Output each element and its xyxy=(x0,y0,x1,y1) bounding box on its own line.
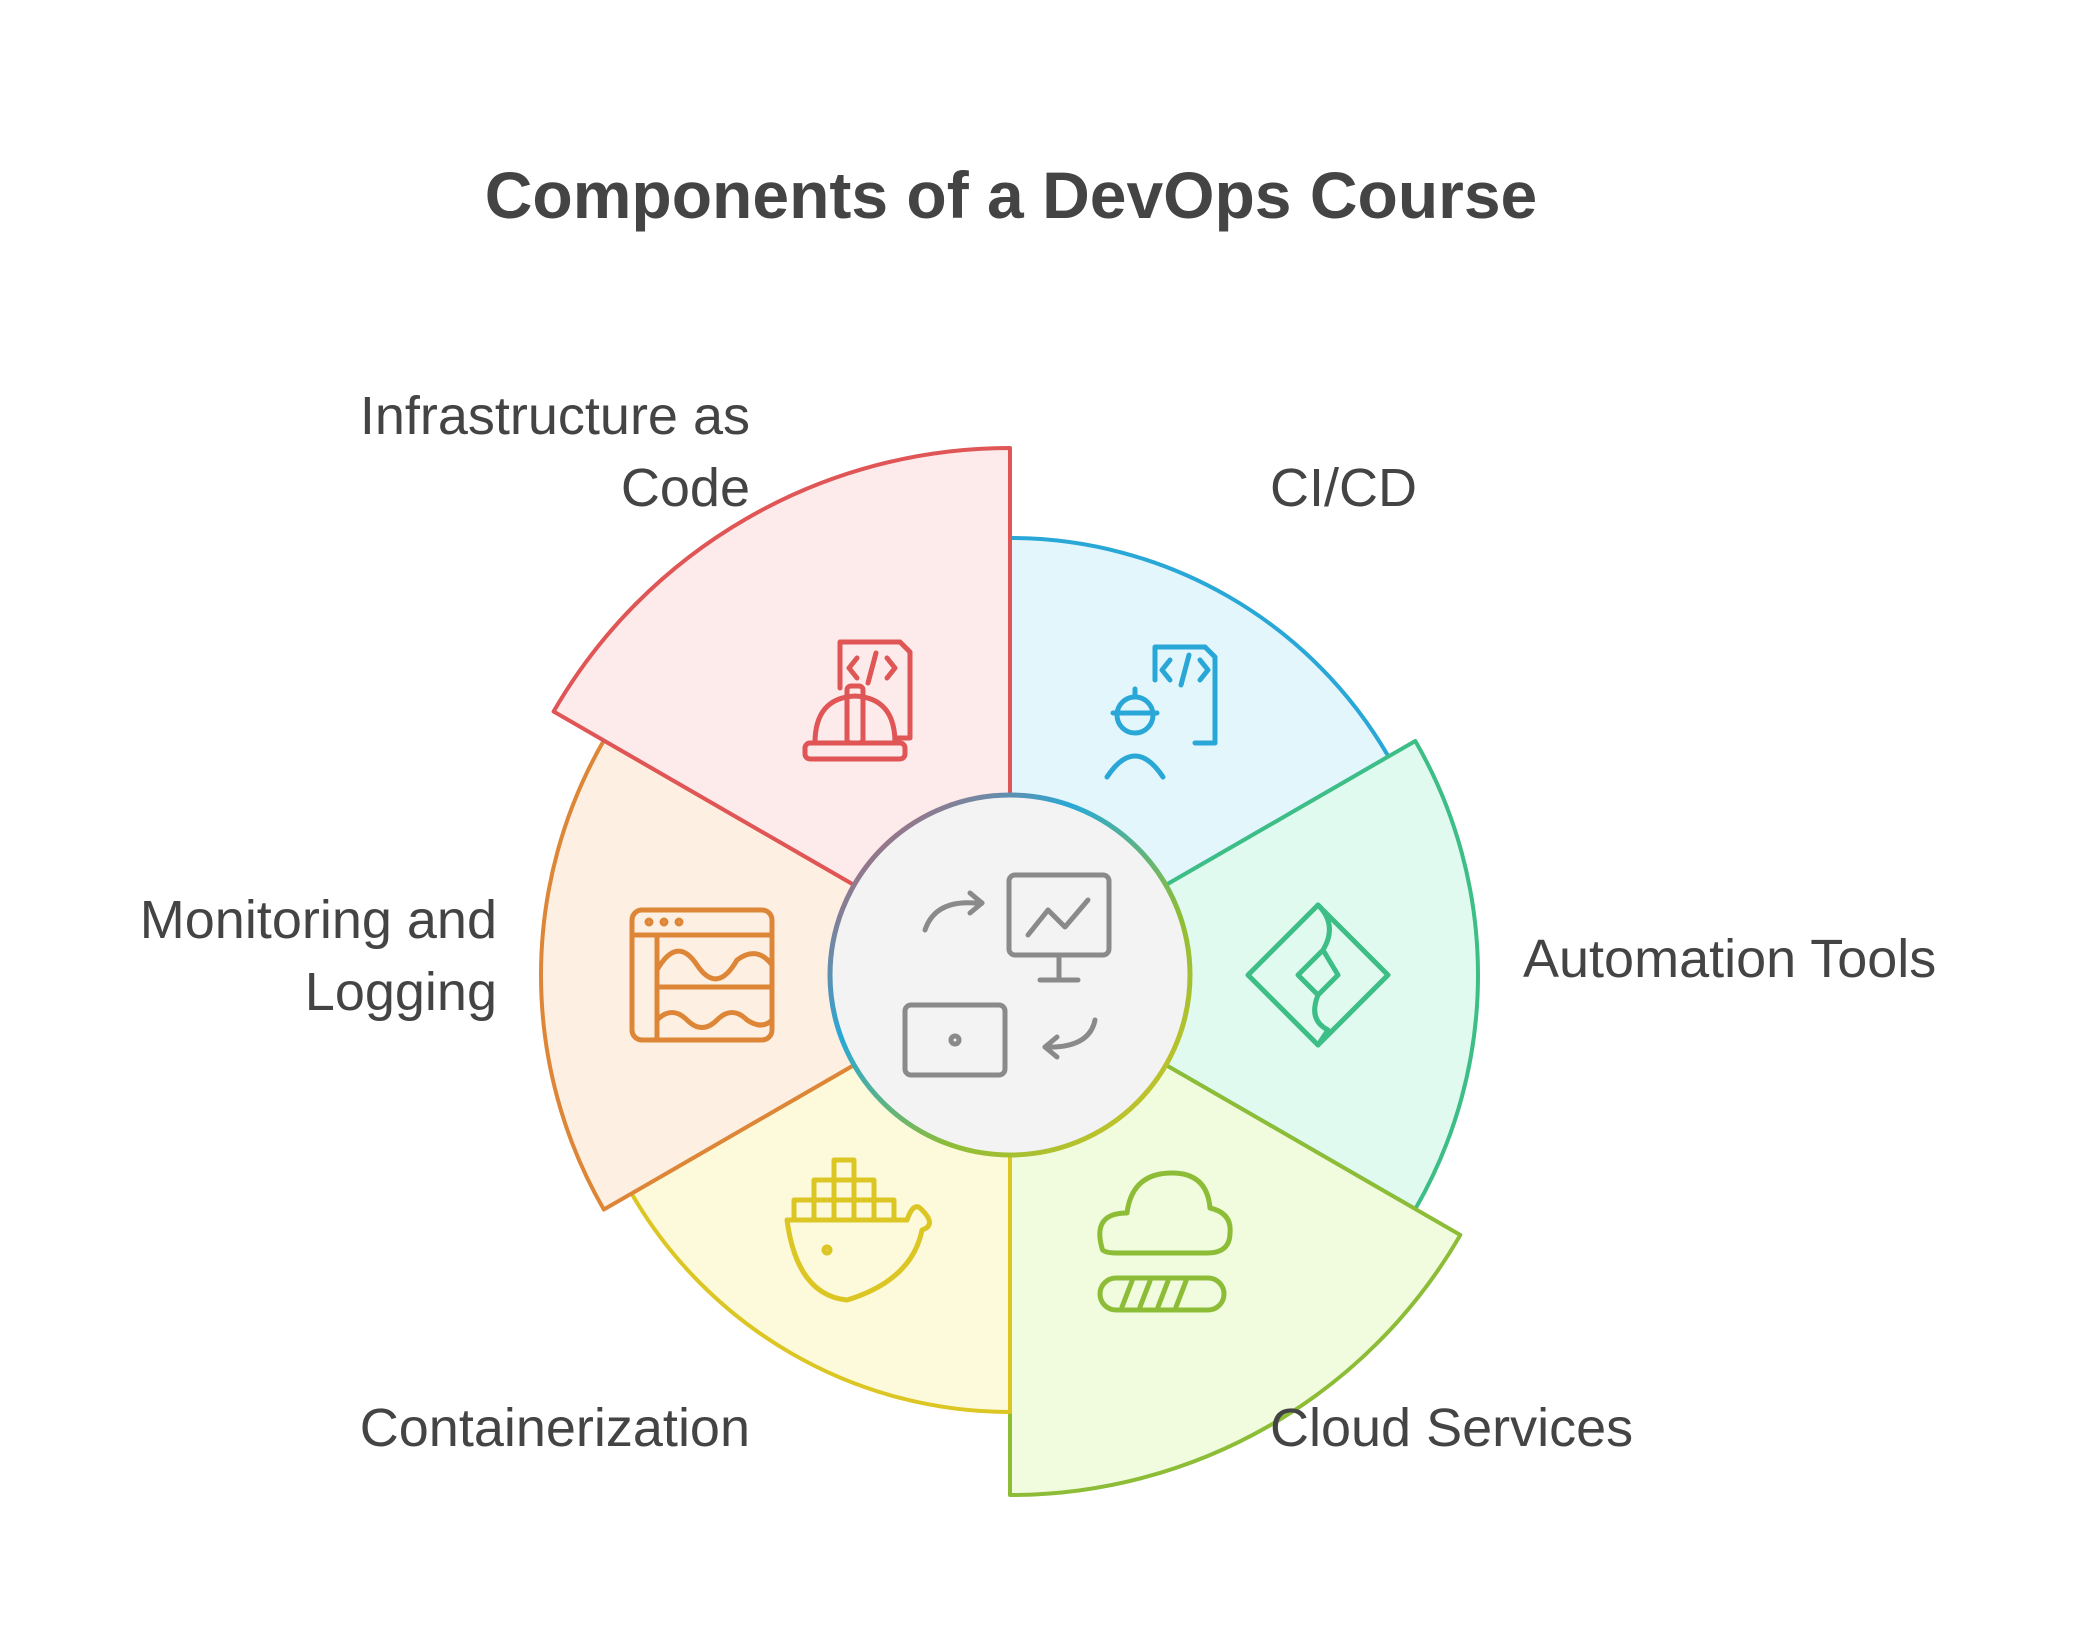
label-iac-line: Code xyxy=(621,458,750,518)
label-automation: Automation Tools xyxy=(1523,929,1936,989)
automation-diamond-icon xyxy=(1245,902,1391,1048)
docker-whale-icon xyxy=(784,1157,932,1303)
label-monitoring-line: Logging xyxy=(305,962,497,1022)
segments-layer xyxy=(539,446,1480,1497)
label-containerization-line: Containerization xyxy=(360,1398,750,1458)
label-cloud: Cloud Services xyxy=(1270,1398,1633,1458)
center-hub xyxy=(827,792,1193,1158)
label-containerization: Containerization xyxy=(360,1398,750,1458)
diagram-title: Components of a DevOps Course xyxy=(485,158,1538,232)
devices-sync-icon xyxy=(902,872,1112,1078)
label-cicd-line: CI/CD xyxy=(1270,458,1417,518)
label-monitoring-line: Monitoring and xyxy=(140,890,497,950)
label-iac: Infrastructure as Code xyxy=(360,386,750,518)
icons-layer xyxy=(629,639,1391,1313)
monitoring-window-icon xyxy=(629,907,775,1043)
label-automation-line: Automation Tools xyxy=(1523,929,1936,989)
cloud-progress-icon xyxy=(1097,1170,1233,1313)
label-cloud-line: Cloud Services xyxy=(1270,1398,1633,1458)
center-circle xyxy=(827,792,1193,1158)
label-iac-line: Infrastructure as xyxy=(360,386,750,446)
infrastructure-code-icon xyxy=(802,639,913,762)
label-cicd: CI/CD xyxy=(1270,458,1417,518)
developer-code-icon xyxy=(1104,644,1218,780)
